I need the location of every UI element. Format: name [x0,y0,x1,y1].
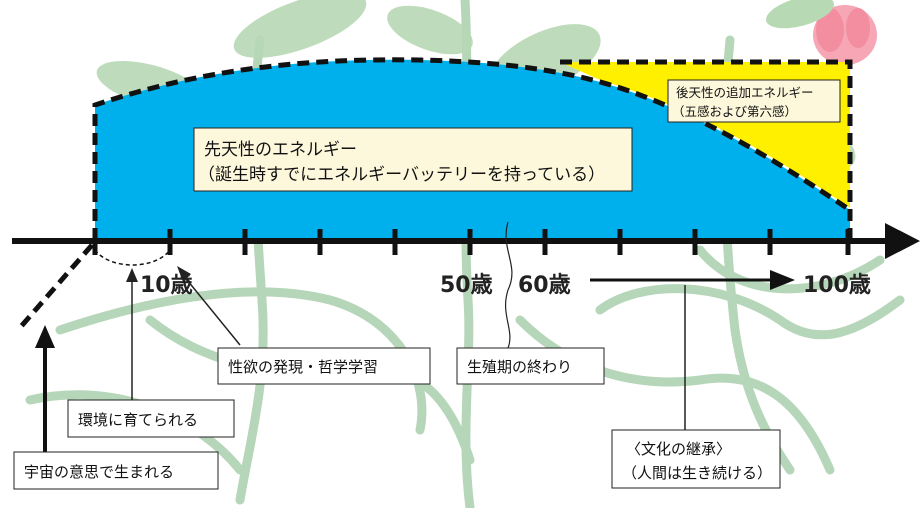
innate-energy-boundary [92,57,852,240]
acquired-energy-title: 後天性の追加エネルギー [676,85,814,100]
birth-pointer-head [35,325,55,348]
sexuality-text: 性欲の発現・哲学学習 [228,358,378,376]
environment-box [67,399,235,438]
sexuality-pointer-head [177,266,191,282]
environment-pointer-head [126,268,138,282]
prebirth-dashed-line [16,243,94,332]
sexuality-box [217,347,431,385]
innate-energy-title: 先天性のエネルギー [204,140,357,160]
reproduction-pointer [504,221,513,349]
acquired-energy-boundary [560,59,853,240]
culture-title: 〈文化の継承〉 [626,440,731,458]
reproduction-end-box [456,347,605,385]
infancy-arc [94,249,171,266]
reproduction-end-text: 生殖期の終わり [467,358,572,376]
acquired-energy-subtitle: （五感および第六感） [672,104,797,119]
innate-energy-box [193,127,633,192]
culture-subtitle: （人間は生き続ける） [622,464,772,482]
environment-text: 環境に育てられる [78,411,198,429]
age-60-label: 60歳 [518,273,571,298]
timeline-arrowhead [885,223,920,259]
culture-arrowhead [770,270,795,290]
sexuality-pointer [182,274,241,346]
acquired-energy-box [667,79,841,123]
age-50-label: 50歳 [440,273,493,298]
birth-box [13,451,219,490]
culture-box [611,429,781,489]
age-100-label: 100歳 [803,273,871,298]
flower [765,0,877,65]
innate-energy-subtitle: （誕生時すでにエネルギーバッテリーを持っている） [198,165,605,185]
birth-text: 宇宙の意思で生まれる [24,463,174,481]
